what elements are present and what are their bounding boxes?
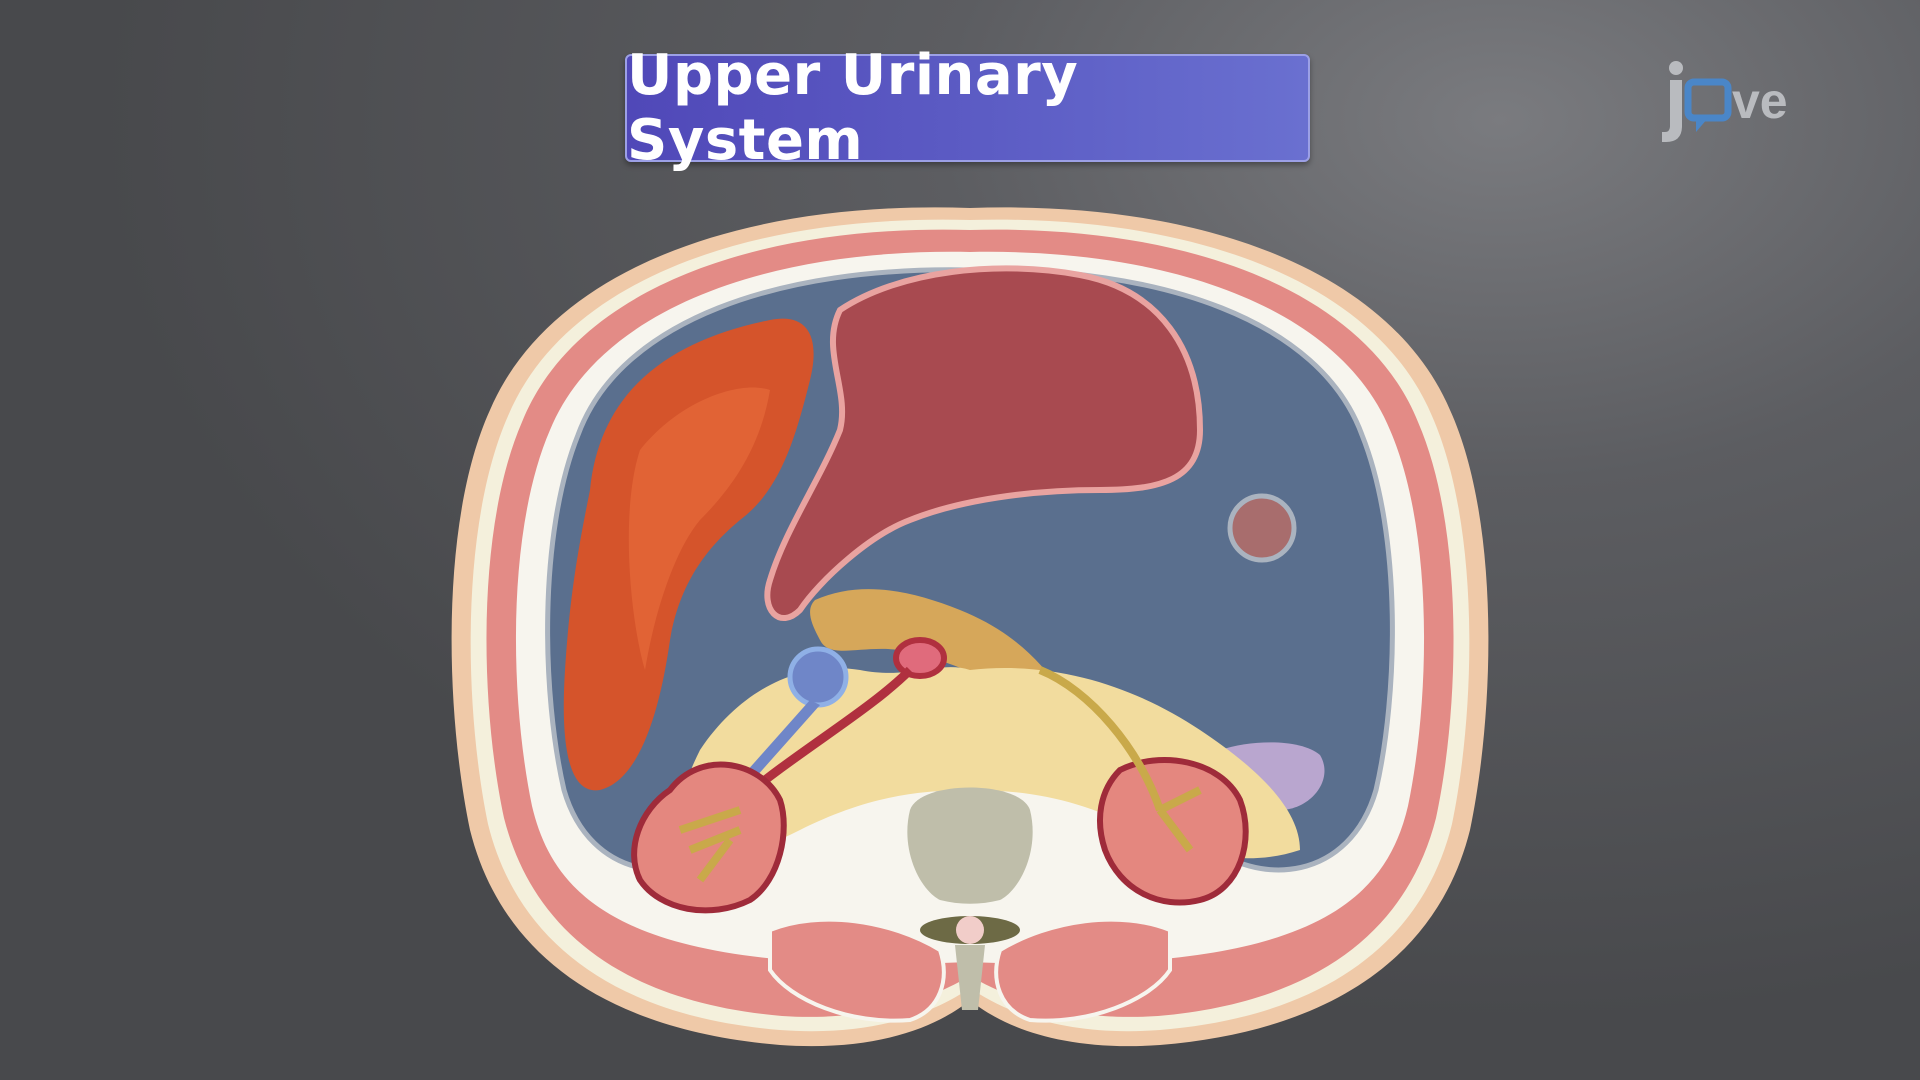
inferior-vena-cava — [787, 646, 849, 708]
vertebra — [907, 787, 1033, 904]
abdomen-cross-section — [451, 207, 1489, 1047]
spinal-cord — [956, 916, 984, 944]
spinous-process — [955, 945, 985, 1010]
right-back-muscle — [994, 917, 1172, 1023]
stomach — [764, 265, 1204, 621]
title-banner: Upper Urinary System — [625, 43, 1310, 173]
slide-title: Upper Urinary System — [627, 43, 1079, 173]
left-kidney — [1038, 666, 1249, 906]
right-kidney — [631, 761, 787, 914]
logo-letter-j — [1662, 61, 1683, 142]
aorta — [893, 637, 947, 679]
logo-letters-ve: ve — [1732, 73, 1788, 129]
liver-highlight — [628, 387, 770, 670]
speech-bubble-icon — [1684, 78, 1732, 132]
left-back-muscle — [768, 917, 946, 1023]
jove-logo: ve — [1662, 61, 1788, 142]
colon-segment — [1227, 493, 1297, 563]
